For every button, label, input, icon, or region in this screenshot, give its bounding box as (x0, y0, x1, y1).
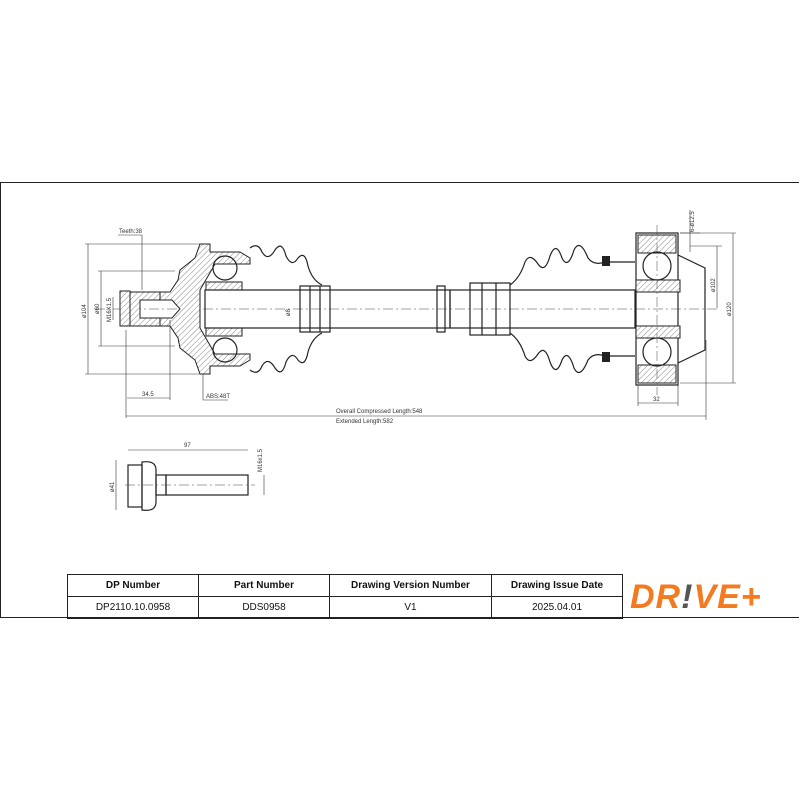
svg-text:Teeth:38: Teeth:38 (119, 229, 143, 235)
header-drawing-version: Drawing Version Number (329, 574, 492, 597)
header-part-number: Part Number (198, 574, 330, 597)
dimensions: ø104 ø60 M16X1.5 Teeth:38 ø8 34.5 ABS:48… (82, 210, 736, 425)
svg-text:ABS:48T: ABS:48T (206, 394, 230, 400)
issue-date-value: 2025.04.01 (491, 596, 623, 619)
svg-text:DR!VE+: DR!VE+ (630, 578, 762, 614)
drive-plus-logo: DR!VE+ (621, 575, 800, 617)
svg-text:97: 97 (184, 443, 191, 449)
svg-text:Overall Compressed Length:548: Overall Compressed Length:548 (336, 409, 423, 415)
inner-cv-joint (119, 243, 251, 375)
outer-cv-joint (635, 225, 706, 395)
svg-text:ø104: ø104 (82, 304, 88, 318)
bolt-drawing: 97 ø41 M16x1.5 (110, 443, 265, 511)
svg-text:34.5: 34.5 (142, 392, 154, 398)
svg-text:ø60: ø60 (95, 303, 101, 314)
svg-text:ø8: ø8 (286, 308, 292, 316)
drive-shaft (204, 282, 636, 336)
svg-text:6-ø12.5: 6-ø12.5 (690, 211, 696, 232)
header-dp-number: DP Number (67, 574, 199, 597)
inner-boot (249, 245, 323, 373)
outer-boot (509, 244, 635, 374)
header-issue-date: Drawing Issue Date (491, 574, 623, 597)
svg-text:ø41: ø41 (110, 481, 116, 492)
part-number-value: DDS0958 (198, 596, 330, 619)
svg-text:ø102: ø102 (711, 278, 717, 292)
svg-text:Extended Length:582: Extended Length:582 (336, 419, 394, 425)
svg-text:M16X1.5: M16X1.5 (107, 297, 113, 322)
svg-text:32: 32 (653, 397, 660, 403)
dp-number-value: DP2110.10.0958 (67, 596, 199, 619)
title-block: DP Number Part Number Drawing Version Nu… (67, 574, 623, 619)
svg-text:ø120: ø120 (727, 302, 733, 316)
svg-text:M16x1.5: M16x1.5 (258, 448, 264, 472)
drawing-version-value: V1 (329, 596, 492, 619)
